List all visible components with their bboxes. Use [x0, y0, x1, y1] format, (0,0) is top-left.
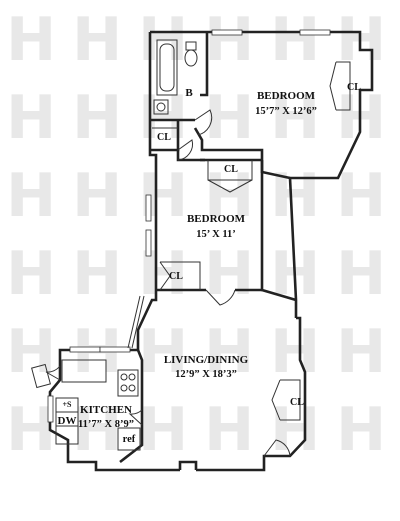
watermark-glyph: H	[270, 83, 320, 153]
bath-label: B	[185, 87, 193, 99]
living-dims: 12’9” X 18’3”	[175, 369, 237, 380]
watermark-glyph: H	[138, 395, 188, 465]
kitchen-fixtures	[31, 359, 141, 451]
watermark-glyph: H	[336, 395, 386, 465]
watermark-glyph: H	[72, 5, 122, 75]
watermark-glyph: H	[270, 161, 320, 231]
bedroom2-dims: 15’ X 11’	[196, 229, 235, 240]
kitchen-name: KITCHEN	[80, 404, 132, 416]
watermark-glyph: H	[270, 395, 320, 465]
watermark-glyph: H	[138, 317, 188, 387]
watermark-glyph: H	[204, 317, 254, 387]
watermark-glyph: H	[204, 161, 254, 231]
living-name: LIVING/DINING	[164, 354, 249, 366]
watermark-glyph: H	[204, 395, 254, 465]
kitchen-dims: 11’7” X 8’9”	[78, 419, 134, 430]
doors	[45, 109, 291, 457]
watermark-glyph: H	[6, 5, 56, 75]
watermark-glyph: H	[72, 83, 122, 153]
watermark-glyph: H	[138, 161, 188, 231]
watermark-glyph: H	[270, 317, 320, 387]
bedroom1-dims: 15’7” X 12’6”	[255, 106, 317, 117]
bedroom1-name: BEDROOM	[257, 90, 316, 102]
watermark-glyph: H	[72, 239, 122, 309]
exterior-walls	[48, 30, 374, 472]
closet-label-bedroom2: CL	[169, 271, 183, 282]
watermark-glyph: H	[336, 161, 386, 231]
sink-label: +S	[62, 400, 72, 409]
watermark-glyph: H	[336, 317, 386, 387]
watermark-glyph: H	[336, 239, 386, 309]
watermark-glyph: H	[204, 5, 254, 75]
bath-fixtures	[153, 39, 198, 115]
watermark-glyph: H	[6, 83, 56, 153]
bedroom2-name: BEDROOM	[187, 213, 246, 225]
watermark-glyph: H	[6, 161, 56, 231]
closets	[152, 61, 351, 421]
watermark-glyph: H	[72, 161, 122, 231]
closet-label-bedroom1: CL	[347, 82, 361, 93]
watermark-glyph: H	[270, 5, 320, 75]
windows	[47, 29, 331, 423]
dishwasher-label: DW	[58, 415, 77, 427]
watermark-glyph: H	[72, 395, 122, 465]
closet-label-hall: CL	[157, 132, 171, 143]
watermark-glyph: H	[204, 239, 254, 309]
watermark-glyph: H	[6, 239, 56, 309]
room-labels: BEDROOM 15’7” X 12’6” BEDROOM 15’ X 11’ …	[58, 82, 362, 445]
watermark-glyph: H	[204, 83, 254, 153]
fridge-label: ref	[123, 434, 136, 445]
closet-label-bedroom2-top: CL	[224, 164, 238, 175]
closet-label-living: CL	[290, 397, 304, 408]
